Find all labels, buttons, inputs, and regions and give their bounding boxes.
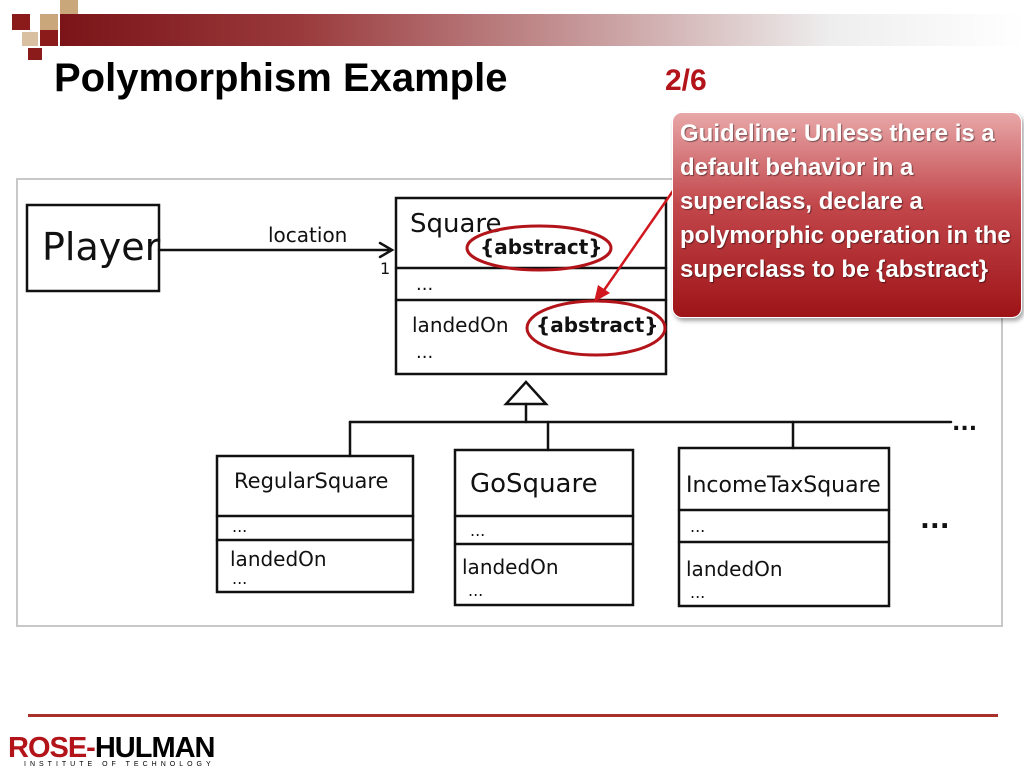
regularsquare-operation: landedOn xyxy=(230,547,327,571)
header-gradient-bar xyxy=(60,14,1024,46)
logo-rose-text: ROSE- xyxy=(8,732,96,764)
regularsquare-attributes: ... xyxy=(232,517,247,536)
incometaxsquare-operation: landedOn xyxy=(686,557,783,581)
incometaxsquare-class-name: IncomeTaxSquare xyxy=(686,473,881,498)
decor-square xyxy=(40,30,58,46)
player-class-box xyxy=(25,203,161,293)
gosquare-attributes: ... xyxy=(470,521,485,540)
square-more-operations: ... xyxy=(416,342,433,363)
guideline-text: Guideline: Unless there is a default beh… xyxy=(680,120,1011,283)
decor-square xyxy=(22,32,38,46)
logo-subtitle: INSTITUTE OF TECHNOLOGY xyxy=(24,761,215,768)
gosquare-operation: landedOn xyxy=(462,555,559,579)
square-operation: landedOn xyxy=(412,313,509,337)
regularsquare-class-box xyxy=(215,454,415,594)
decor-square xyxy=(40,14,58,30)
gosquare-class-box xyxy=(453,448,635,607)
player-class-name: Player xyxy=(42,225,161,269)
generalization-triangle xyxy=(503,380,549,406)
square-attributes: ... xyxy=(416,274,433,295)
gosquare-class-name: GoSquare xyxy=(470,469,598,499)
hierarchy-continuation: ... xyxy=(952,411,977,436)
footer-divider xyxy=(28,714,998,717)
incometaxsquare-attributes: ... xyxy=(690,517,705,536)
slide-title: Polymorphism Example xyxy=(54,56,508,100)
more-subclasses: ... xyxy=(920,505,950,535)
association-label: location xyxy=(268,223,347,247)
logo-hulman-text: HULMAN xyxy=(94,732,216,764)
guideline-callout: Guideline: Unless there is a default beh… xyxy=(672,112,1022,318)
gosquare-more: ... xyxy=(468,581,483,600)
rose-hulman-logo: ROSE-HULMAN INSTITUTE OF TECHNOLOGY xyxy=(8,734,220,768)
decor-square xyxy=(60,0,78,14)
page-number: 2/6 xyxy=(665,64,707,97)
operation-abstract-annotation: {abstract} xyxy=(536,313,659,337)
decor-square xyxy=(12,14,30,30)
association-multiplicity: 1 xyxy=(380,259,390,278)
incometaxsquare-class-box xyxy=(677,446,891,608)
incometaxsquare-more: ... xyxy=(690,583,705,602)
association-arrowhead xyxy=(378,241,395,259)
regularsquare-more: ... xyxy=(232,569,247,588)
square-abstract-annotation: {abstract} xyxy=(480,235,603,259)
diagram-canvas: Player location 1 Square {abstract} ... … xyxy=(25,196,977,608)
decor-square xyxy=(28,48,42,60)
regularsquare-class-name: RegularSquare xyxy=(234,469,388,493)
